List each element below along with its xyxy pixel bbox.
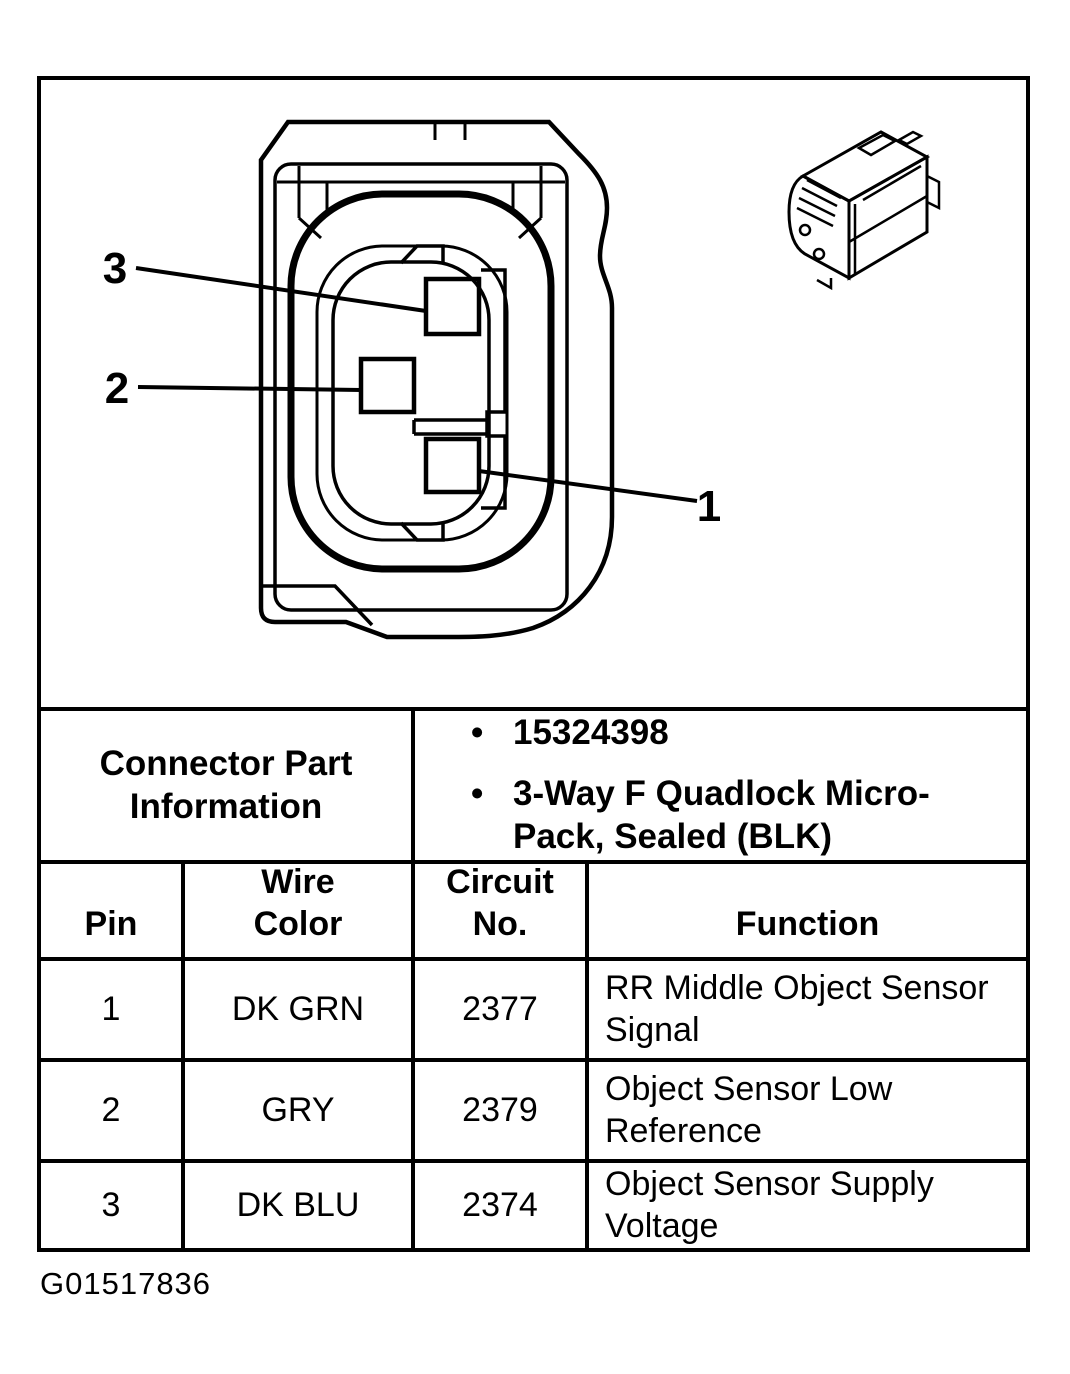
pin-1-label: 1: [697, 482, 721, 531]
pin-3-cavity: [423, 276, 482, 337]
row2-pin: 2: [41, 1062, 181, 1159]
iso-foot: [816, 278, 833, 291]
col-header-circuit-no: Circuit No.: [415, 863, 585, 957]
figure-id: G01517836: [40, 1266, 212, 1301]
inner-ring-outline: [315, 244, 509, 542]
pin-2-cavity: [358, 356, 417, 415]
cavity-key-top: [399, 244, 445, 265]
diagram-frame: 3 2 1 Connector Part Information: [37, 76, 1030, 1252]
outer-shell-outline: [258, 119, 615, 640]
row3-function: Object Sensor Supply Voltage: [589, 1163, 1026, 1248]
terminal-carrier-outline: [481, 268, 507, 510]
row1-circuit-no: 2377: [415, 961, 585, 1058]
connector-figure: 3 2 1: [41, 80, 1026, 707]
connector-front-view: 3 2 1: [103, 119, 721, 640]
iso-top-tab: [896, 130, 924, 146]
row1-pin: 1: [41, 961, 181, 1058]
connector-face-drawing: 3 2 1: [103, 119, 941, 640]
row3-pin: 3: [41, 1163, 181, 1248]
shell-step-line: [263, 584, 374, 627]
seal-ring-outline: [287, 190, 555, 573]
row1-wire-color: DK GRN: [185, 961, 411, 1058]
cavity-rib: [412, 418, 487, 436]
bullet-icon: •: [471, 774, 484, 814]
part-info-heading: Connector Part Information: [41, 711, 411, 860]
row1-function: RR Middle Object Sensor Signal: [589, 961, 1026, 1058]
row2-circuit-no: 2379: [415, 1062, 585, 1159]
iso-cavity-hole-2: [812, 247, 826, 261]
bullet-icon: •: [471, 713, 484, 753]
part-description: 3-Way F Quadlock Micro-Pack, Sealed (BLK…: [513, 774, 930, 856]
cavity-outline: [331, 260, 491, 526]
row2-function: Object Sensor Low Reference: [589, 1062, 1026, 1159]
iso-panel-lines: [848, 164, 928, 274]
col-header-pin: Pin: [41, 864, 181, 957]
part-number: 15324398: [513, 713, 669, 753]
pin-1-cavity: [423, 436, 482, 495]
part-info-details: • 15324398 • 3-Way F Quadlock Micro-Pack…: [415, 711, 1026, 860]
part-number-item: • 15324398: [471, 712, 1016, 755]
connector-table: Connector Part Information • 15324398 • …: [41, 707, 1026, 1248]
iso-side-tab: [926, 174, 941, 211]
iso-top-latch: [856, 133, 898, 157]
leader-line-pin3: [135, 266, 427, 313]
leader-line-pin1: [478, 469, 698, 503]
row3-wire-color: DK BLU: [185, 1163, 411, 1248]
rim-top-ticks: [433, 124, 467, 140]
connector-isometric-view: [787, 130, 941, 291]
col-header-function: Function: [589, 864, 1026, 957]
part-description-item: • 3-Way F Quadlock Micro-Pack, Sealed (B…: [471, 773, 1016, 858]
iso-seal-face: [787, 174, 851, 281]
iso-seal-ribs: [796, 178, 842, 228]
row3-circuit-no: 2374: [415, 1163, 585, 1248]
row2-wire-color: GRY: [185, 1062, 411, 1159]
iso-front-face: [847, 154, 929, 281]
pin-3-label: 3: [103, 244, 127, 293]
col-header-wire-color: Wire Color: [185, 863, 411, 957]
cavity-key-bottom: [399, 521, 445, 542]
pin-2-label: 2: [105, 364, 129, 413]
leader-line-pin2: [137, 385, 362, 392]
iso-cavity-hole-1: [798, 223, 812, 237]
